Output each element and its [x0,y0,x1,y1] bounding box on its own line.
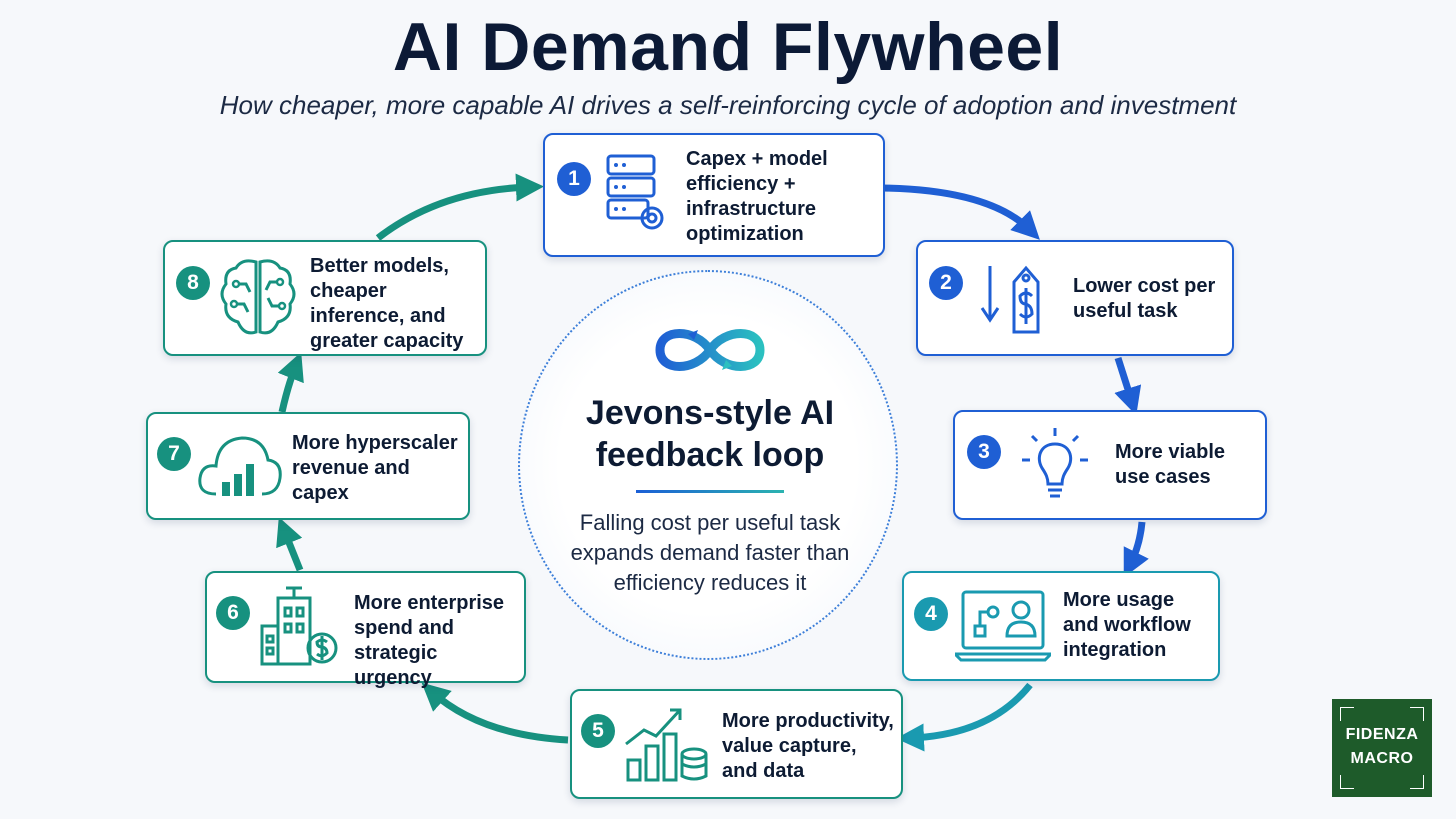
step-1-text: Capex + model efficiency + infrastructur… [686,148,828,245]
center-divider [636,490,784,493]
building-dollar-icon [260,586,338,666]
step-3-card [953,410,1267,520]
center-description: Falling cost per useful task expands dem… [570,510,850,595]
logo-line-1: FIDENZA [1345,726,1419,743]
infinity-loop-icon [655,329,765,371]
price-tag-down-icon [980,265,1040,334]
center-circle [518,270,898,660]
brain-circuit-icon [220,259,296,335]
step-4-card [902,571,1220,681]
step-4-badge: 4 [914,597,948,631]
arrow-1-to-2 [883,184,1040,240]
step-7-text: More hyperscaler revenue and capex [292,432,458,504]
step-2-text: Lower cost per useful task [1073,275,1216,322]
logo-frame [1340,707,1424,789]
arrow-5-to-6 [421,682,569,744]
step-7-badge: 7 [157,437,191,471]
step-5-card [570,689,903,799]
step-6-text: More enterprise spend and strategic urge… [354,592,505,689]
page-subtitle: How cheaper, more capable AI drives a se… [219,90,1237,120]
step-7-card [146,412,470,520]
step-8-badge: 8 [176,266,210,300]
lightbulb-icon [1022,428,1088,498]
arrow-7-to-8 [277,352,304,413]
step-2-card [916,240,1234,356]
logo-line-2: MACRO [1350,750,1414,767]
step-5-text: More productivity, value capture, and da… [722,710,894,782]
server-gear-icon [606,154,664,230]
growth-chart-data-icon [625,708,708,782]
step-1-badge: 1 [557,162,591,196]
arrow-3-to-4 [1123,521,1149,578]
step-8-text: Better models, cheaper inference, and gr… [310,255,464,352]
arrow-2-to-3 [1114,356,1142,416]
step-1-card [543,133,885,257]
step-8-card [163,240,487,356]
center-title: Jevons-style AI feedback loop [585,394,835,474]
step-6-badge: 6 [216,596,250,630]
step-6-card [205,571,526,683]
arrow-8-to-1 [375,173,544,241]
step-5-badge: 5 [581,714,615,748]
page-title: AI Demand Flywheel [392,9,1064,85]
step-3-badge: 3 [967,435,1001,469]
step-2-badge: 2 [929,266,963,300]
arrow-6-to-7 [276,517,304,572]
fidenza-macro-logo: FIDENZA MACRO [1332,699,1432,797]
step-3-text: More viable use cases [1115,441,1226,488]
arrow-4-to-5 [896,682,1033,752]
laptop-user-workflow-icon [955,590,1051,662]
cloud-chart-icon [198,436,282,496]
step-4-text: More usage and workflow integration [1063,589,1191,661]
